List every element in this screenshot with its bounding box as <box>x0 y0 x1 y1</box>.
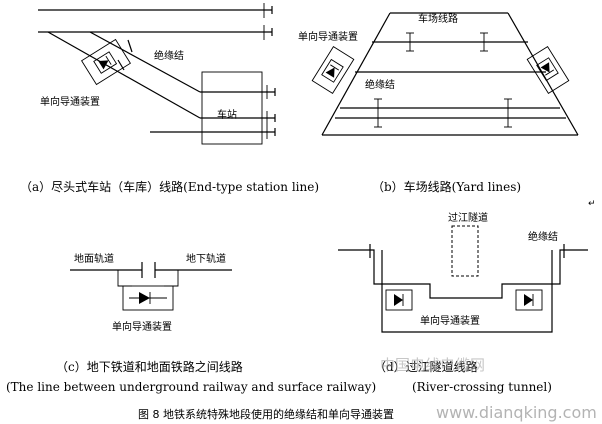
panel-b-yard-label: 车场线路 <box>418 12 458 25</box>
panel-a-caption: （a）尽头式车站（车库）线路(End-type station line) <box>20 179 319 194</box>
panel-d-tunnel-label: 过江隧道 <box>448 211 488 224</box>
panel-c-caption-en: (The line between underground railway an… <box>6 380 376 394</box>
panel-a <box>38 3 276 145</box>
panel-d-joint-label: 绝缘结 <box>528 230 558 243</box>
panel-c <box>70 262 232 311</box>
panel-b-caption: （b）车场线路(Yard lines) <box>372 179 521 194</box>
panel-c-underground-label: 地下轨道 <box>186 252 226 265</box>
cursor-mark: ↵ <box>588 199 596 209</box>
panel-d <box>338 225 588 333</box>
panel-b-device-label: 单向导通装置 <box>298 30 358 43</box>
watermark: 中国电线电缆网 <box>380 356 485 374</box>
panel-d-caption-en: (River-crossing tunnel) <box>412 380 552 394</box>
panel-a-station-label: 车站 <box>217 108 237 121</box>
figure-caption: 图 8 地铁系统特殊地段使用的绝缘结和单向导通装置 <box>138 407 394 421</box>
panel-d-caption-cn: （d）过江隧道线路 <box>374 359 478 374</box>
panel-a-device-label: 单向导通装置 <box>40 95 100 108</box>
panel-c-device-label: 单向导通装置 <box>112 320 172 333</box>
panel-d-device-label: 单向导通装置 <box>420 314 480 327</box>
panel-a-joint-label: 绝缘结 <box>154 49 184 62</box>
watermark-url: www.dianqking.com <box>436 403 597 422</box>
panel-c-surface-label: 地面轨道 <box>74 252 114 265</box>
panel-b-joint-label: 绝缘结 <box>365 78 395 91</box>
panel-c-caption-cn: （c）地下铁道和地面铁路之间线路 <box>56 359 243 374</box>
panel-b <box>311 12 579 136</box>
